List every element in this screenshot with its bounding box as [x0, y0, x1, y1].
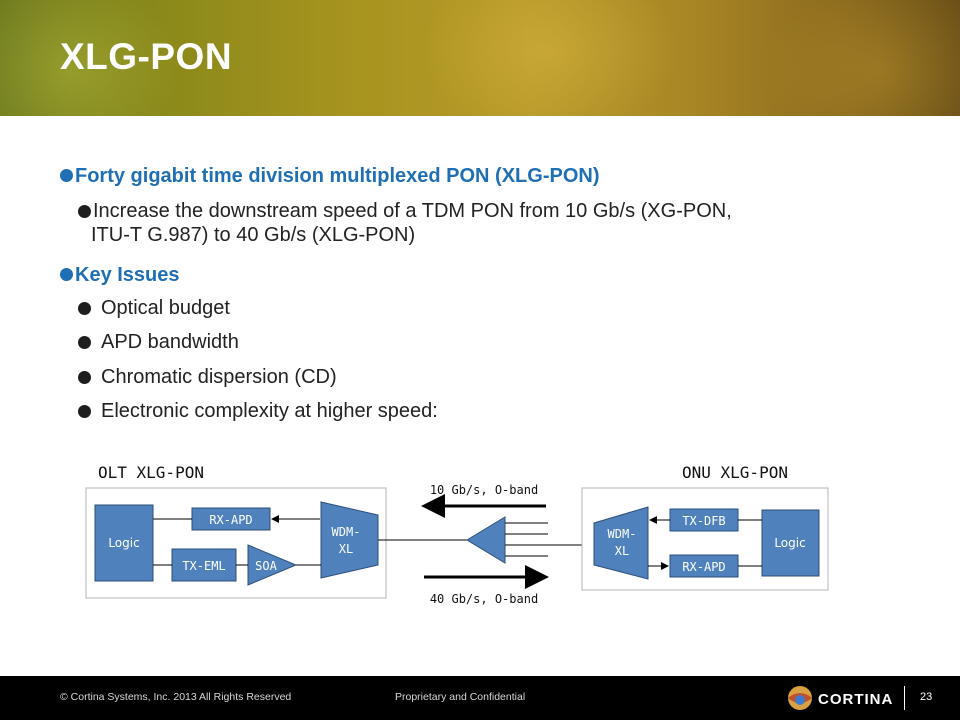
xlg-pon-diagram: OLT XLG-PON Logic RX-APD TX-EML SOA WDM-… [85, 463, 829, 606]
olt-wdm-xl-block [320, 501, 379, 579]
bullet-optical-budget: Optical budget [78, 296, 230, 320]
bullet-text: Forty gigabit time division multiplexed … [75, 165, 600, 187]
onu-wdm-label-line1: WDM- [608, 527, 637, 541]
olt-soa-label: SOA [255, 559, 277, 573]
bullet-text-line2: ITU-T G.987) to 40 Gb/s (XLG-PON) [91, 224, 416, 246]
onu-logic-block [761, 509, 820, 577]
olt-rx-apd-label: RX-APD [209, 513, 252, 527]
bullet-text: Electronic complexity at higher speed: [101, 400, 438, 422]
upstream-label: 10 Gb/s, O-band [430, 483, 538, 497]
bullet-electronic-complexity: Electronic complexity at higher speed: [78, 399, 438, 423]
bullet-apd-bandwidth: APD bandwidth [78, 330, 239, 354]
bullet-key-issues: Key Issues [60, 263, 180, 287]
bullet-dot-icon [78, 302, 91, 315]
footer-bar: © Cortina Systems, Inc. 2013 All Rights … [0, 676, 960, 720]
bullet-dot-icon [78, 336, 91, 349]
olt-wdm-label-line2: XL [339, 542, 353, 556]
olt-tx-eml-label: TX-EML [182, 559, 225, 573]
bullet-chromatic-dispersion: Chromatic dispersion (CD) [78, 365, 337, 389]
olt-title: OLT XLG-PON [98, 463, 204, 482]
olt-wdm-label-line1: WDM- [332, 525, 361, 539]
logo-text: CORTINA [818, 691, 894, 708]
onu-title: ONU XLG-PON [682, 463, 788, 482]
bullet-text: APD bandwidth [101, 331, 239, 353]
olt-logic-label: Logic [108, 536, 139, 550]
header-banner: XLG-PON [0, 0, 960, 116]
passive-splitter [466, 516, 506, 564]
onu-wdm-xl-block [593, 506, 649, 580]
page-number: 23 [920, 691, 933, 703]
bullet-dot-icon [78, 405, 91, 418]
downstream-label: 40 Gb/s, O-band [430, 592, 538, 606]
bullet-text: Increase the downstream speed of a TDM P… [91, 199, 732, 247]
bullet-dot-icon [60, 268, 73, 281]
onu-wdm-label-line2: XL [615, 544, 629, 558]
olt-tx-eml-block [171, 548, 237, 582]
olt-logic-block [94, 504, 154, 582]
bullet-text: Key Issues [75, 264, 180, 286]
footer-divider [904, 686, 905, 710]
bullet-increase-speed: Increase the downstream speed of a TDM P… [78, 199, 732, 247]
bullet-dot-icon [78, 371, 91, 384]
bullet-text: Chromatic dispersion (CD) [101, 366, 337, 388]
bullet-xlg-pon-definition: Forty gigabit time division multiplexed … [60, 164, 599, 188]
bullet-text-line1: Increase the downstream speed of a TDM P… [93, 200, 732, 222]
cortina-logo: CORTINA [786, 684, 896, 712]
copyright-text: © Cortina Systems, Inc. 2013 All Rights … [60, 691, 292, 703]
slide-title: XLG-PON [60, 36, 233, 77]
cortina-globe-icon [788, 686, 812, 710]
confidential-text: Proprietary and Confidential [395, 691, 526, 703]
onu-tx-dfb-label: TX-DFB [682, 514, 725, 528]
bullet-dot-icon [78, 205, 91, 218]
bullet-dot-icon [60, 169, 73, 182]
onu-rx-apd-label: RX-APD [682, 560, 725, 574]
onu-logic-label: Logic [774, 536, 805, 550]
bullet-text: Optical budget [101, 297, 230, 319]
